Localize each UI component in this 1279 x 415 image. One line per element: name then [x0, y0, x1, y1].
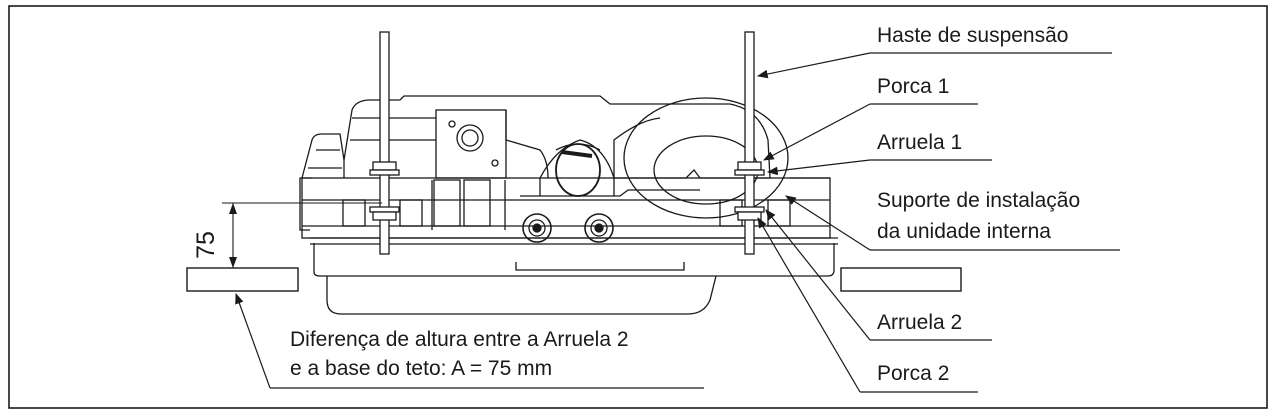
- diagram-frame: [8, 5, 1268, 409]
- label-haste: Haste de suspensão: [877, 24, 1068, 47]
- pipe-connector-right: [584, 213, 614, 243]
- drain-pan: [326, 275, 717, 315]
- dimension-75: 75: [192, 202, 382, 268]
- dimension-value: 75: [192, 231, 220, 259]
- top-housing: [343, 95, 771, 179]
- fan-scroll: [623, 97, 789, 219]
- nut-2-left: [372, 211, 397, 221]
- suspension-rod-right: [744, 31, 755, 255]
- ceiling-base-right: [840, 267, 962, 292]
- nut-1-left: [372, 161, 397, 171]
- label-arruela-2: Arruela 2: [877, 311, 962, 334]
- note-line-2: e a base do teto: A = 75 mm: [290, 357, 552, 380]
- washer-2-right: [734, 206, 765, 213]
- nut-2-right: [737, 211, 762, 221]
- mounting-bracket: [301, 177, 831, 239]
- label-arruela-1: Arruela 1: [877, 131, 962, 154]
- note-line-1: Diferença de altura entre a Arruela 2: [290, 328, 629, 351]
- label-porca-1: Porca 1: [877, 75, 949, 98]
- note-leader: [235, 292, 704, 389]
- washer-1-right: [734, 169, 765, 176]
- control-box: [435, 109, 507, 179]
- label-suporte-line-2: da unidade interna: [877, 220, 1051, 243]
- ceiling-base-left: [186, 267, 299, 292]
- nut-1-right: [737, 161, 762, 171]
- washer-1-left: [369, 169, 400, 176]
- pipe-connector-left: [522, 213, 552, 243]
- suspension-rod-left: [379, 31, 390, 255]
- label-suporte-line-1: Suporte de instalação: [877, 189, 1080, 212]
- label-porca-2: Porca 2: [877, 362, 949, 385]
- lower-body: [313, 243, 835, 277]
- washer-2-left: [369, 206, 400, 213]
